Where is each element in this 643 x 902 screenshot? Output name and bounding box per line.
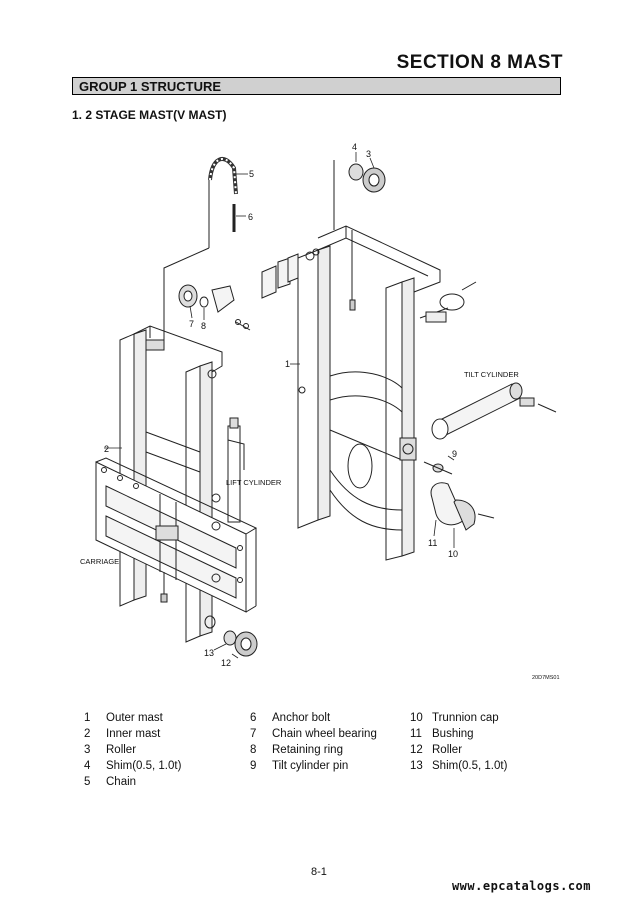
chain <box>163 157 238 350</box>
callout-1: 1 <box>285 359 290 369</box>
callout-8: 8 <box>201 321 206 331</box>
chain-wheel-bearing <box>178 284 251 331</box>
subheading: 1. 2 STAGE MAST(V MAST) <box>72 108 227 122</box>
callout-6: 6 <box>248 212 253 222</box>
lift-cylinder-label: LIFT CYLINDER <box>226 478 282 487</box>
watermark: www.epcatalogs.com <box>451 879 591 893</box>
tilt-cylinder-label: TILT CYLINDER <box>464 370 519 379</box>
callout-13: 13 <box>204 648 214 658</box>
leader-lines <box>104 152 455 659</box>
callout-2: 2 <box>104 444 109 454</box>
callout-12: 12 <box>221 658 231 668</box>
callout-3: 3 <box>366 149 371 159</box>
roller-bottom <box>204 615 258 657</box>
callout-7: 7 <box>189 319 194 329</box>
callout-10: 10 <box>448 549 458 559</box>
mast-top-brackets <box>261 253 299 299</box>
section-title: SECTION 8 MAST <box>396 52 563 73</box>
callout-numbers: 1 2 3 4 5 6 7 8 9 10 11 12 13 <box>104 142 458 668</box>
callout-11: 11 <box>428 538 437 548</box>
group-title: GROUP 1 STRUCTURE <box>72 77 561 95</box>
roller-top <box>333 160 386 311</box>
callout-9: 9 <box>452 449 457 459</box>
carriage-label: CARRIAGE <box>80 557 119 566</box>
carriage <box>95 457 258 613</box>
tilt-cylinder <box>431 382 557 440</box>
diagram-labels: TILT CYLINDER LIFT CYLINDER CARRIAGE 20D… <box>80 370 560 681</box>
drawing-code: 20D7MS01 <box>532 675 560 681</box>
page-number: 8-1 <box>311 866 327 878</box>
callout-4: 4 <box>352 142 357 152</box>
tilt-bracket-top <box>419 281 477 323</box>
trunnion-cap <box>430 482 495 531</box>
lift-cylinder <box>227 417 245 523</box>
outer-mast <box>297 225 441 561</box>
tilt-cylinder-pin <box>423 461 453 475</box>
callout-5: 5 <box>249 169 254 179</box>
